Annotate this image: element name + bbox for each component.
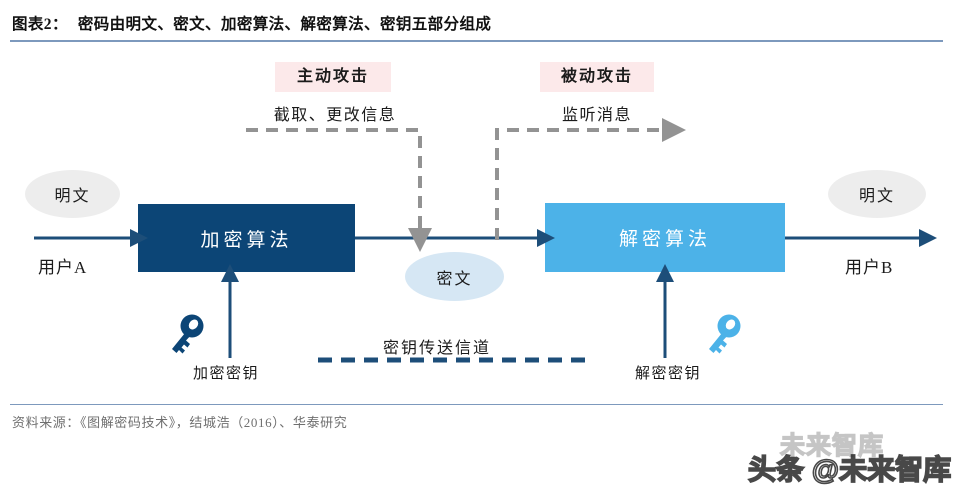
- encryption-key-label: 加密密钥: [193, 366, 260, 382]
- source-divider: [10, 404, 943, 405]
- ciphertext-label: 密文: [436, 270, 473, 288]
- key-channel-label: 密钥传送信道: [383, 340, 492, 357]
- receiver-label: 用户B: [845, 258, 894, 277]
- passive-attack-tag: 被动攻击: [540, 62, 654, 92]
- encryption-algorithm-label: 加密算法: [200, 229, 293, 251]
- figure-title: 图表2： 密码由明文、密文、加密算法、解密算法、密钥五部分组成: [12, 12, 491, 34]
- decryption-key-label: 解密密钥: [635, 366, 702, 382]
- sender-label: 用户A: [38, 258, 88, 277]
- title-divider: [10, 40, 943, 42]
- ciphertext-node: 密文: [405, 252, 504, 301]
- figure-title-text: 密码由明文、密文、加密算法、解密算法、密钥五部分组成: [77, 16, 492, 33]
- plaintext-left-node: 明文: [25, 170, 120, 218]
- decryption-algorithm-label: 解密算法: [618, 229, 711, 250]
- active-attack-arrow: [246, 128, 432, 252]
- encryption-key-icon: [172, 314, 204, 354]
- decryption-algorithm-box: 解密算法: [545, 203, 785, 272]
- source-note: 资料来源：《图解密码技术》，结城浩（2016）、华泰研究: [12, 415, 348, 430]
- figure-number: 图表2：: [12, 16, 68, 33]
- plaintext-left-label: 明文: [54, 188, 91, 205]
- decryption-key-icon: [709, 314, 741, 354]
- passive-attack-arrow: [495, 118, 686, 240]
- plaintext-right-node: 明文: [828, 170, 926, 218]
- plaintext-right-label: 明文: [858, 188, 895, 205]
- encryption-algorithm-box: 加密算法: [138, 204, 355, 272]
- active-attack-description: 截取、更改信息: [273, 107, 397, 124]
- passive-attack-description: 监听消息: [561, 107, 632, 124]
- active-attack-tag: 主动攻击: [275, 62, 391, 92]
